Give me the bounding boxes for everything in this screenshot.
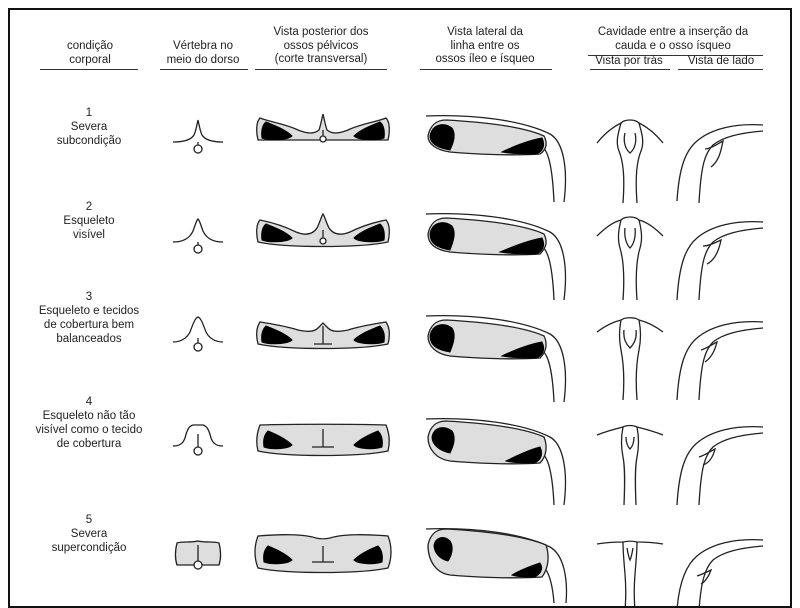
header-vertebra-line-1: Vértebra no	[153, 40, 253, 54]
vertebra-figure-5	[165, 533, 235, 573]
row-desc-5-line-2: supercondição	[24, 541, 154, 555]
header-posterior: Vista posterior dos ossos pélvicos (cort…	[248, 26, 394, 67]
row-desc-1-line-1: Severa	[24, 120, 154, 134]
row-desc-5-line-1: Severa	[24, 527, 154, 541]
row-label-2: 2 Esqueleto visível	[24, 200, 154, 242]
row-desc-2-line-2: visível	[24, 228, 154, 242]
header-rear-view-underline	[590, 69, 670, 70]
rear-cavity-figure-4	[595, 415, 665, 507]
lateral-figure-2	[422, 208, 572, 303]
side-cavity-figure-5	[675, 530, 765, 608]
header-cavity-line-1: Cavidade entre a inserção da	[578, 26, 768, 40]
side-cavity-figure-1	[675, 115, 765, 205]
rear-cavity-figure-1	[595, 115, 665, 205]
header-vertebra-underline	[160, 69, 248, 70]
header-lateral-line-3: ossos íleo e ísqueo	[410, 53, 560, 67]
header-vertebra-line-2: meio do dorso	[153, 54, 253, 68]
header-cavity: Cavidade entre a inserção da cauda e o o…	[578, 26, 768, 53]
header-rear-view: Vista por trás	[585, 55, 673, 69]
header-condition-line-1: condição	[35, 40, 145, 54]
rear-cavity-figure-3	[595, 310, 665, 402]
header-posterior-line-3: (corte transversal)	[248, 53, 394, 67]
row-desc-4-line-1: Esqueleto não tão	[16, 409, 162, 423]
row-desc-3-line-3: balanceados	[16, 332, 162, 346]
side-cavity-figure-2	[675, 210, 765, 302]
side-cavity-figure-4	[675, 415, 765, 507]
lateral-figure-1	[422, 110, 572, 205]
lateral-figure-5	[422, 523, 572, 605]
row-desc-3-line-2: de cobertura bem	[16, 318, 162, 332]
header-lateral-line-1: Vista lateral da	[410, 26, 560, 40]
row-desc-2-line-1: Esqueleto	[24, 214, 154, 228]
row-desc-4-line-2: visível como o tecido	[16, 423, 162, 437]
row-label-3: 3 Esqueleto e tecidos de cobertura bem b…	[16, 290, 162, 346]
row-score-3: 3	[16, 290, 162, 304]
rear-cavity-figure-2	[595, 210, 665, 302]
row-label-5: 5 Severa supercondição	[24, 513, 154, 555]
row-score-4: 4	[16, 395, 162, 409]
vertebra-figure-4	[165, 416, 235, 458]
header-posterior-line-1: Vista posterior dos	[248, 26, 394, 40]
row-desc-1-line-2: subcondição	[24, 134, 154, 148]
vertebra-figure-1	[165, 118, 235, 158]
row-score-2: 2	[24, 200, 154, 214]
row-score-5: 5	[24, 513, 154, 527]
side-cavity-figure-3	[675, 310, 765, 402]
row-desc-3-line-1: Esqueleto e tecidos	[16, 304, 162, 318]
pelvis-figure-3	[250, 308, 400, 358]
vertebra-figure-3	[165, 312, 235, 354]
row-score-1: 1	[24, 106, 154, 120]
pelvis-figure-2	[250, 208, 400, 260]
header-lateral: Vista lateral da linha entre os ossos íl…	[410, 26, 560, 67]
row-label-4: 4 Esqueleto não tão visível como o tecid…	[16, 395, 162, 451]
vertebra-figure-2	[165, 216, 235, 256]
lateral-figure-3	[422, 310, 572, 405]
pelvis-figure-1	[250, 110, 400, 160]
header-condition-underline	[40, 69, 138, 70]
pelvis-figure-5	[250, 526, 400, 578]
header-side-view: Vista de lado	[675, 55, 767, 69]
header-posterior-line-2: ossos pélvicos	[248, 40, 394, 54]
header-cavity-line-2: cauda e o osso ísqueo	[578, 40, 768, 54]
row-desc-4-line-3: de cobertura	[16, 437, 162, 451]
header-lateral-underline	[420, 69, 552, 70]
header-side-view-underline	[678, 69, 763, 70]
header-condition: condição corporal	[35, 40, 145, 67]
row-label-1: 1 Severa subcondição	[24, 106, 154, 148]
lateral-figure-4	[422, 413, 572, 508]
header-posterior-underline	[255, 69, 387, 70]
diagram-frame: condição corporal Vértebra no meio do do…	[8, 8, 792, 608]
rear-cavity-figure-5	[595, 530, 665, 608]
header-lateral-line-2: linha entre os	[410, 40, 560, 54]
pelvis-figure-4	[250, 413, 400, 461]
header-condition-line-2: corporal	[35, 54, 145, 68]
header-vertebra: Vértebra no meio do dorso	[153, 40, 253, 67]
